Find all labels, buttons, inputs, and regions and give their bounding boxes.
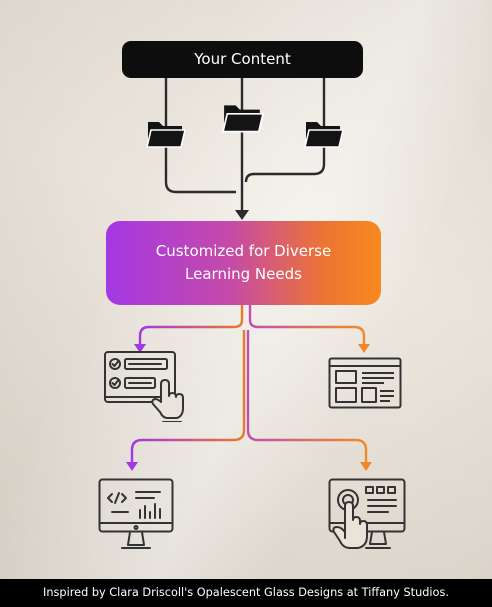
customized-label-line2: Learning Needs: [185, 265, 302, 283]
customized-label-line1: Customized for Diverse: [155, 242, 332, 260]
web-layout-icon: [328, 357, 402, 409]
footer-text: Inspired by Clara Driscoll's Opalescent …: [43, 586, 449, 599]
checklist-click-icon: [104, 351, 184, 422]
customized-learning-box: Customized for Diverse Learning Needs: [106, 221, 381, 305]
folder-icon: [146, 122, 186, 148]
output-connectors: [126, 305, 372, 471]
your-content-box: Your Content: [122, 41, 363, 78]
footer-credit: Inspired by Clara Driscoll's Opalescent …: [0, 579, 492, 607]
flow-connectors: [126, 78, 372, 471]
content-connectors: [164, 78, 326, 220]
folder-icon: [222, 105, 264, 133]
touch-screen-icon: [328, 478, 406, 549]
your-content-label: Your Content: [194, 50, 291, 68]
folder-icon: [304, 122, 344, 148]
code-monitor-icon: [98, 478, 174, 549]
